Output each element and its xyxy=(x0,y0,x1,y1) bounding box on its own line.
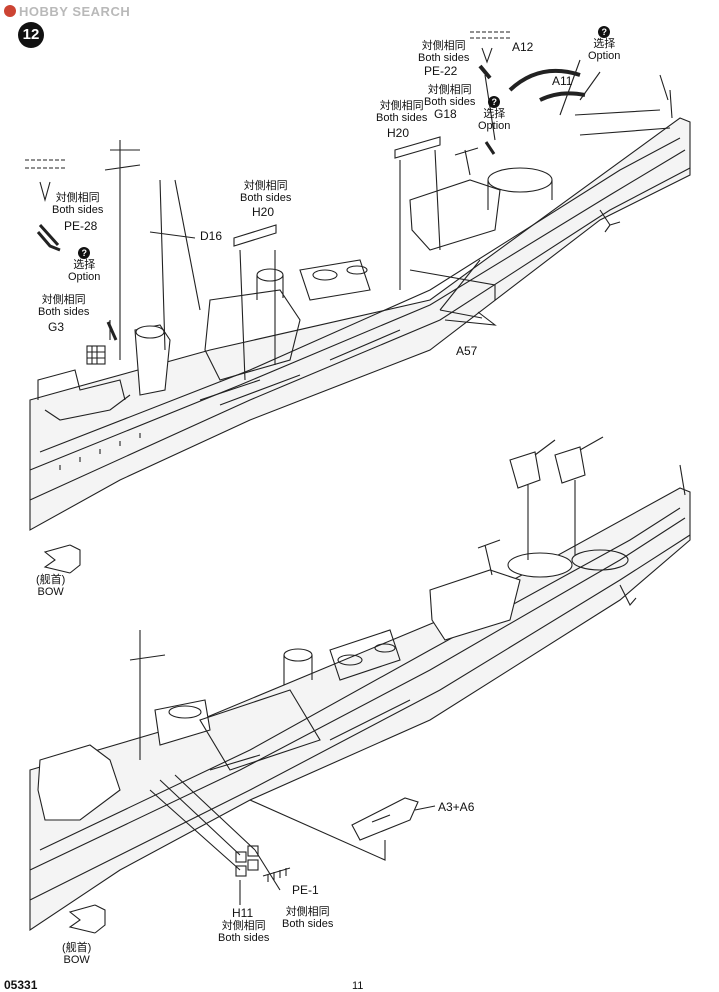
upper-ship-leader-lines xyxy=(109,59,601,381)
pe28-option-callout: ? 选择 Option xyxy=(68,247,101,283)
pe28-part-label: PE-28 xyxy=(64,219,98,233)
a3-a6-part-label: A3+A6 xyxy=(438,800,475,814)
page-number: 11 xyxy=(352,980,364,992)
h11-callout: 対側相同 Both sides xyxy=(218,920,270,944)
g18-callout: 対側相同 Both sides xyxy=(424,84,476,108)
lower-ship-superstructure xyxy=(37,539,629,821)
logo-icon xyxy=(4,5,16,17)
g3-callout: 対側相同 Both sides xyxy=(38,294,90,318)
a57-part-label: A57 xyxy=(456,344,478,358)
h20-lower-callout: 対側相同 Both sides xyxy=(240,180,292,204)
product-code: 05331 xyxy=(4,978,38,992)
hobby-search-watermark: HOBBY SEARCH xyxy=(4,4,130,19)
g18-part-label: G18 xyxy=(434,107,457,121)
bow-arrows xyxy=(43,544,106,934)
pe1-callout: 対側相同 Both sides xyxy=(282,906,334,930)
bow-label-lower: (舰首) BOW xyxy=(62,942,92,966)
upper-ship-parts xyxy=(25,31,586,365)
h20-upper-part-label: H20 xyxy=(387,126,410,140)
pe22-part-label: PE-22 xyxy=(424,64,458,78)
h11-part-label: H11 xyxy=(232,906,254,920)
d16-part-label: D16 xyxy=(200,229,223,243)
question-mark-icon: ? xyxy=(598,26,611,38)
question-mark-icon: ? xyxy=(488,96,501,108)
lower-ship-hull xyxy=(29,464,691,932)
pe1-part-label: PE-1 xyxy=(292,883,319,897)
a12-option-callout: ? 选择 Option xyxy=(588,26,621,62)
pe28-callout: 対側相同 Both sides xyxy=(52,192,104,216)
g18-option-callout: ? 选择 Option xyxy=(478,96,511,132)
upper-ship-superstructure xyxy=(37,109,671,421)
a11-part-label: A11 xyxy=(552,74,573,88)
a12-part-label: A12 xyxy=(512,40,534,54)
h20-lower-part-label: H20 xyxy=(252,205,275,219)
question-mark-icon: ? xyxy=(78,247,91,259)
pe22-callout: 対側相同 Both sides xyxy=(418,40,470,64)
h20-upper-callout: 対側相同 Both sides xyxy=(376,100,428,124)
step-number: 12 xyxy=(18,22,44,48)
bow-label-upper: (舰首) BOW xyxy=(36,574,66,598)
lower-ship-parts xyxy=(149,436,604,905)
upper-ship-hull xyxy=(29,74,691,531)
g3-part-label: G3 xyxy=(48,320,65,334)
